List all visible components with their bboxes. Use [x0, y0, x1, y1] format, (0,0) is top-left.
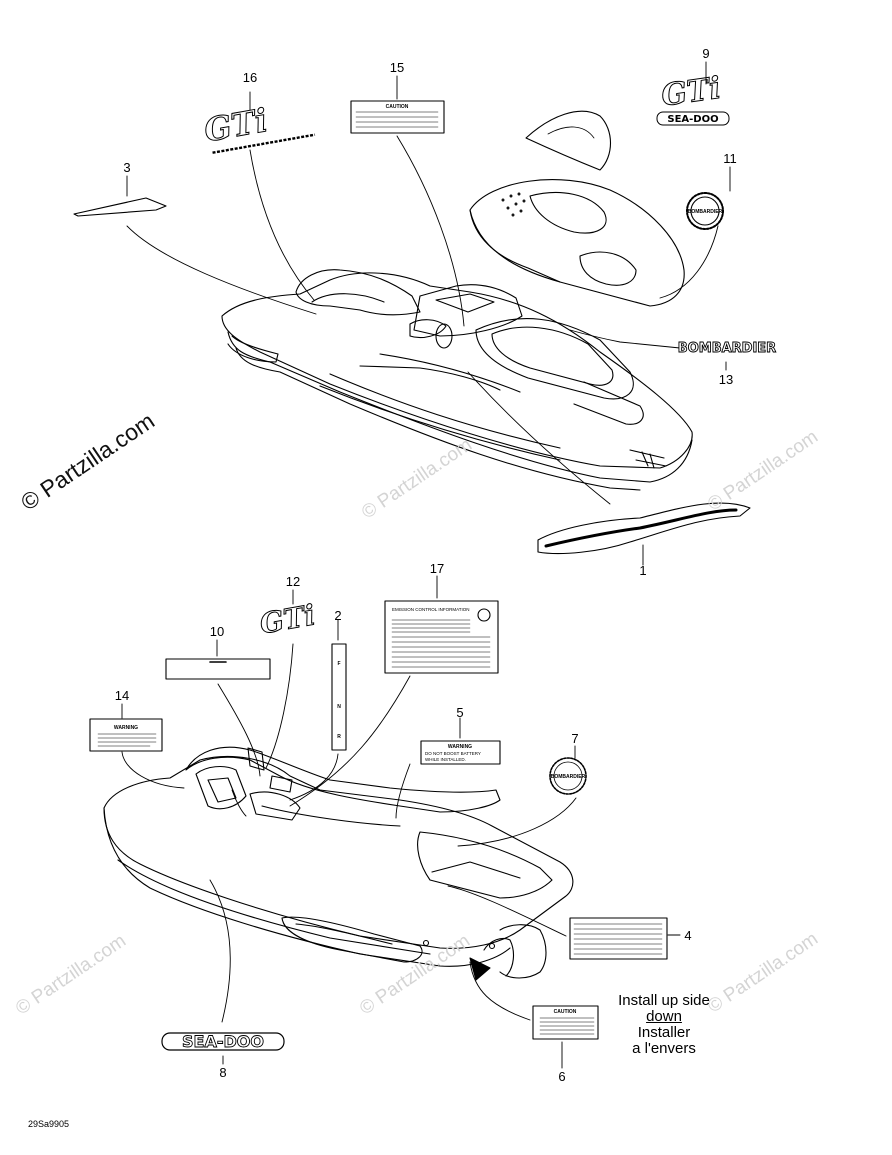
visor-part-9 — [525, 110, 611, 171]
seal-text-7: BOMBARDIER — [551, 774, 586, 780]
caution-label-15 — [350, 100, 445, 134]
caution-title-15: CAUTION — [386, 104, 409, 110]
warning-label-14 — [89, 718, 163, 752]
bombardier-seal-11 — [686, 192, 724, 230]
gti-logo-12: GTi — [257, 598, 318, 641]
emission-label-17 — [384, 600, 499, 674]
install-note: Install up side down Installer a l'enver… — [604, 993, 724, 1057]
warning-5-line1: DO NOT BOOST BATTERY — [425, 751, 481, 756]
lower-watercraft-hull — [103, 746, 574, 981]
upper-watercraft-hull — [221, 269, 693, 491]
blank-label-10 — [165, 658, 271, 680]
callout-numbers: 1 2 3 4 5 6 7 8 9 10 11 12 13 14 15 16 1… — [115, 46, 737, 1084]
callout-10: 10 — [210, 624, 224, 639]
callout-9: 9 — [702, 46, 709, 61]
label-2-letter-r: R — [337, 734, 341, 740]
warning-5-line2: WHILE INSTALLED. — [425, 757, 466, 762]
seadoo-logo-8: SEA-DOO — [161, 1032, 285, 1051]
shift-label-2 — [331, 643, 347, 751]
callout-11: 11 — [723, 151, 737, 166]
bombardier-word-13: BOMBARDIER — [677, 341, 776, 357]
install-note-line3: Installer — [637, 1024, 691, 1041]
bombardier-seal-7 — [549, 757, 587, 795]
callout-14: 14 — [115, 688, 129, 703]
callout-3: 3 — [123, 160, 130, 175]
emission-title-17: EMISSION CONTROL INFORMATION — [392, 607, 470, 612]
svg-text:GTi: GTi — [201, 101, 270, 149]
leader-lines — [121, 61, 731, 1069]
callout-1: 1 — [639, 563, 646, 578]
gti-logo-16: GTi — [201, 101, 316, 154]
svg-text:SEA-DOO: SEA-DOO — [182, 1032, 264, 1051]
svg-text:SEA-DOO: SEA-DOO — [667, 114, 718, 125]
label-2-letter-f: F — [337, 661, 340, 667]
caution-title-6: CAUTION — [554, 1009, 577, 1015]
gti-logo-9: GTi — [659, 70, 724, 114]
label-2-letter-n: N — [337, 704, 341, 710]
svg-text:GTi: GTi — [257, 598, 317, 640]
callout-15: 15 — [390, 60, 404, 75]
svg-text:GTi: GTi — [659, 71, 723, 114]
callout-4: 4 — [684, 928, 691, 943]
seal-text-11: BOMBARDIER — [688, 209, 723, 215]
warning-label-5 — [420, 740, 501, 765]
seadoo-logo-9: SEA-DOO — [656, 111, 730, 126]
callout-2: 2 — [334, 608, 341, 623]
callout-6: 6 — [558, 1069, 565, 1084]
install-note-line4: a l'envers — [632, 1040, 696, 1057]
callout-8: 8 — [219, 1065, 226, 1080]
install-note-line1: Install up side — [618, 992, 710, 1009]
callout-13: 13 — [719, 372, 733, 387]
hull-stripe-decal-1 — [537, 502, 751, 555]
install-note-line2: down — [646, 1008, 682, 1025]
warning-title-14: WARNING — [114, 725, 138, 731]
caution-label-6 — [532, 1005, 599, 1040]
hood-cover-part — [469, 179, 685, 307]
caution-label-4 — [569, 917, 668, 960]
figure-code: 29Sa9905 — [28, 1119, 70, 1129]
callout-17: 17 — [430, 561, 444, 576]
callout-7: 7 — [571, 731, 578, 746]
callout-16: 16 — [243, 70, 257, 85]
callout-5: 5 — [456, 705, 463, 720]
svg-text:BOMBARDIER: BOMBARDIER — [678, 341, 776, 356]
stripe-decal-3 — [73, 197, 167, 217]
callout-12: 12 — [286, 574, 300, 589]
warning-title-5: WARNING — [448, 744, 472, 750]
